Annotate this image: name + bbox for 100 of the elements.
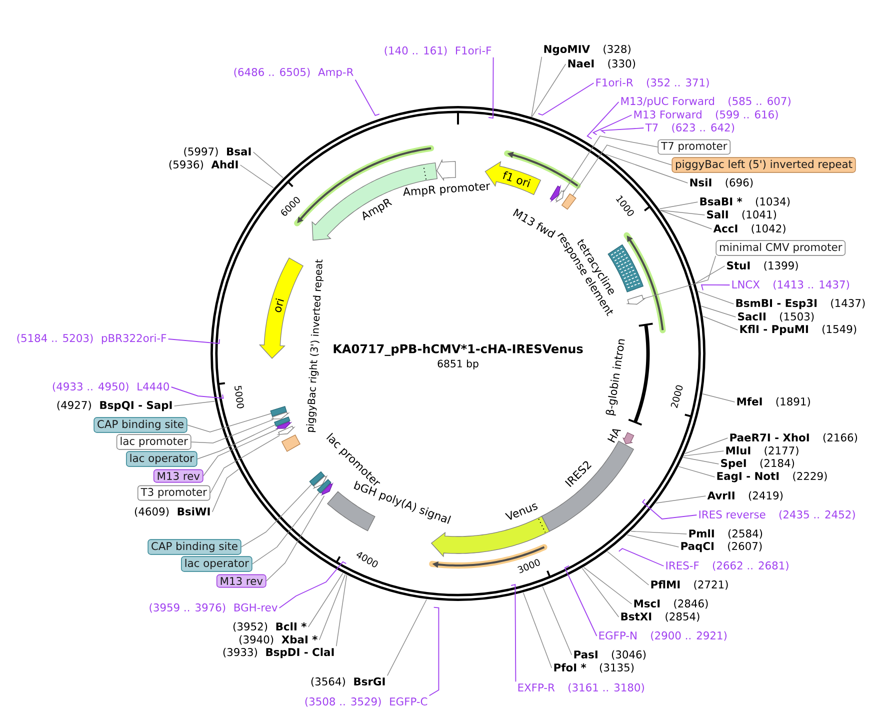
site-label: EagI - NotI (2229): [717, 472, 827, 482]
site-label: BsmBI - Esp3I (1437): [736, 298, 865, 310]
site-label: MscI (2846): [634, 599, 708, 609]
site-label: (4609) BsiWI: [134, 507, 210, 517]
leader-line: [354, 79, 380, 116]
site-label: MluI (2177): [726, 446, 798, 456]
tick-label: 2000: [670, 385, 683, 408]
primer-label: M13/pUC Forward (585 .. 607): [621, 96, 790, 108]
tick-label: 3000: [518, 559, 540, 574]
feature-callout: T7 promoter: [658, 139, 731, 155]
site-label: NgoMIV (328): [544, 44, 630, 56]
leader-line: [240, 484, 312, 548]
primer-label: (6486 .. 6505) Amp-R: [234, 68, 354, 78]
site-label: SpeI (2184): [721, 458, 794, 470]
leader-line: [210, 435, 280, 494]
feature-callout: lac operator: [181, 556, 252, 572]
leader-line: [655, 496, 706, 504]
site-label: (3952) BclI *: [233, 622, 306, 632]
leader-line: [618, 548, 664, 566]
feature-label: piggyBac right (3') inverted repeat: [306, 259, 324, 432]
primer-label: IRES-F (2662 .. 2681): [666, 561, 788, 571]
leader-line: [174, 400, 216, 406]
leader-line: [702, 394, 736, 402]
feature-label: AmpR promoter: [403, 182, 490, 197]
primer-label: LNCX (1413 .. 1437): [732, 280, 849, 290]
primer-label: (3508 .. 3529) EGFP-C: [305, 697, 428, 707]
feature-callout: T3 promoter: [137, 485, 210, 501]
leader-line: [202, 428, 278, 476]
leader-line: [170, 386, 224, 399]
primer-label: IRES reverse (2435 .. 2452): [699, 510, 855, 520]
leader-line: [542, 586, 572, 656]
site-label: AvrII (2419): [707, 491, 783, 501]
leader-line: [600, 128, 644, 134]
leader-line: [660, 210, 706, 216]
leader-line: [684, 450, 724, 456]
leader-line: [252, 492, 320, 564]
feature-callout: CAP binding site: [148, 539, 242, 555]
leader-line: [695, 266, 726, 284]
site-label: PflMI (2721): [651, 580, 728, 590]
leader-line: [642, 498, 698, 520]
leader-line: [698, 291, 734, 304]
feature-label: f1 ori: [502, 171, 531, 188]
leader-line: [266, 495, 325, 582]
site-label: PasI (3046): [574, 650, 646, 660]
primer-label: (4933 .. 4950) L4440: [52, 382, 169, 392]
leader-line: [592, 114, 632, 136]
leader-line: [660, 210, 712, 230]
feature-marker: [275, 421, 292, 429]
site-label: StuI (1399): [727, 261, 798, 271]
primer-label: (5184 .. 5203) pBR322ori-F: [17, 334, 166, 344]
site-label: (3940) XbaI *: [240, 635, 318, 645]
site-label: KflI - PpuMI (1549): [740, 324, 856, 336]
leader-line: [659, 202, 698, 210]
leader-line: [168, 338, 220, 344]
leader-line: [700, 284, 730, 291]
site-label: PaeR7I - XhoI (2166): [730, 433, 858, 443]
leader-line: [684, 438, 728, 454]
leader-line: [252, 152, 284, 178]
feature-marker: [626, 294, 646, 305]
site-label: NsiI (696): [690, 178, 753, 188]
leader-line: [278, 561, 347, 608]
primer-label: T7 (623 .. 642): [645, 123, 734, 133]
feature-marker: [276, 426, 296, 436]
feature-marker: [555, 189, 564, 203]
leader-line: [212, 468, 240, 512]
feature-marker: [274, 416, 290, 427]
leader-line: [701, 306, 736, 318]
site-label: (3564) BsrGI: [311, 677, 385, 687]
leader-line: [563, 136, 658, 192]
site-label: (5997) BsaI: [184, 147, 251, 157]
leader-line: [186, 413, 272, 432]
feature-callout: lac operator: [126, 451, 198, 467]
primer-label: M13 Forward (599 .. 616): [634, 110, 778, 120]
primer-label: F1ori-R (352 .. 371): [596, 78, 709, 88]
feature-callout: M13 rev: [216, 574, 266, 588]
leader-line: [572, 144, 672, 196]
leader-line: [564, 565, 598, 636]
site-label: (3933) BspDI - ClaI: [223, 648, 334, 658]
leader-line: [626, 534, 680, 548]
leader-line: [308, 572, 344, 628]
tick-label: 4000: [356, 552, 378, 568]
feature-label: Venus: [504, 503, 538, 520]
leader-line: [428, 606, 440, 696]
leader-line: [336, 574, 348, 647]
leader-line: [605, 154, 688, 184]
feature-label: ori: [275, 298, 284, 312]
leader-line: [678, 466, 716, 478]
feature-callout: piggyBac left (5') inverted repeat: [672, 157, 856, 173]
leader-line: [240, 164, 274, 188]
leader-line: [583, 566, 632, 604]
site-label: BsaBI * (1034): [700, 197, 790, 207]
leader-line: [532, 64, 566, 118]
map-title: KA0717_pPB-hCMV*1-cHA-IRESVenus: [334, 344, 583, 356]
leader-line: [630, 530, 688, 534]
site-label: PfoI * (3135): [554, 663, 634, 673]
leader-line: [488, 56, 494, 119]
leader-line: [386, 599, 427, 676]
leader-line: [586, 102, 620, 140]
primer-label: (3959 .. 3976) BGH-rev: [150, 603, 278, 613]
leader-line: [682, 457, 720, 464]
